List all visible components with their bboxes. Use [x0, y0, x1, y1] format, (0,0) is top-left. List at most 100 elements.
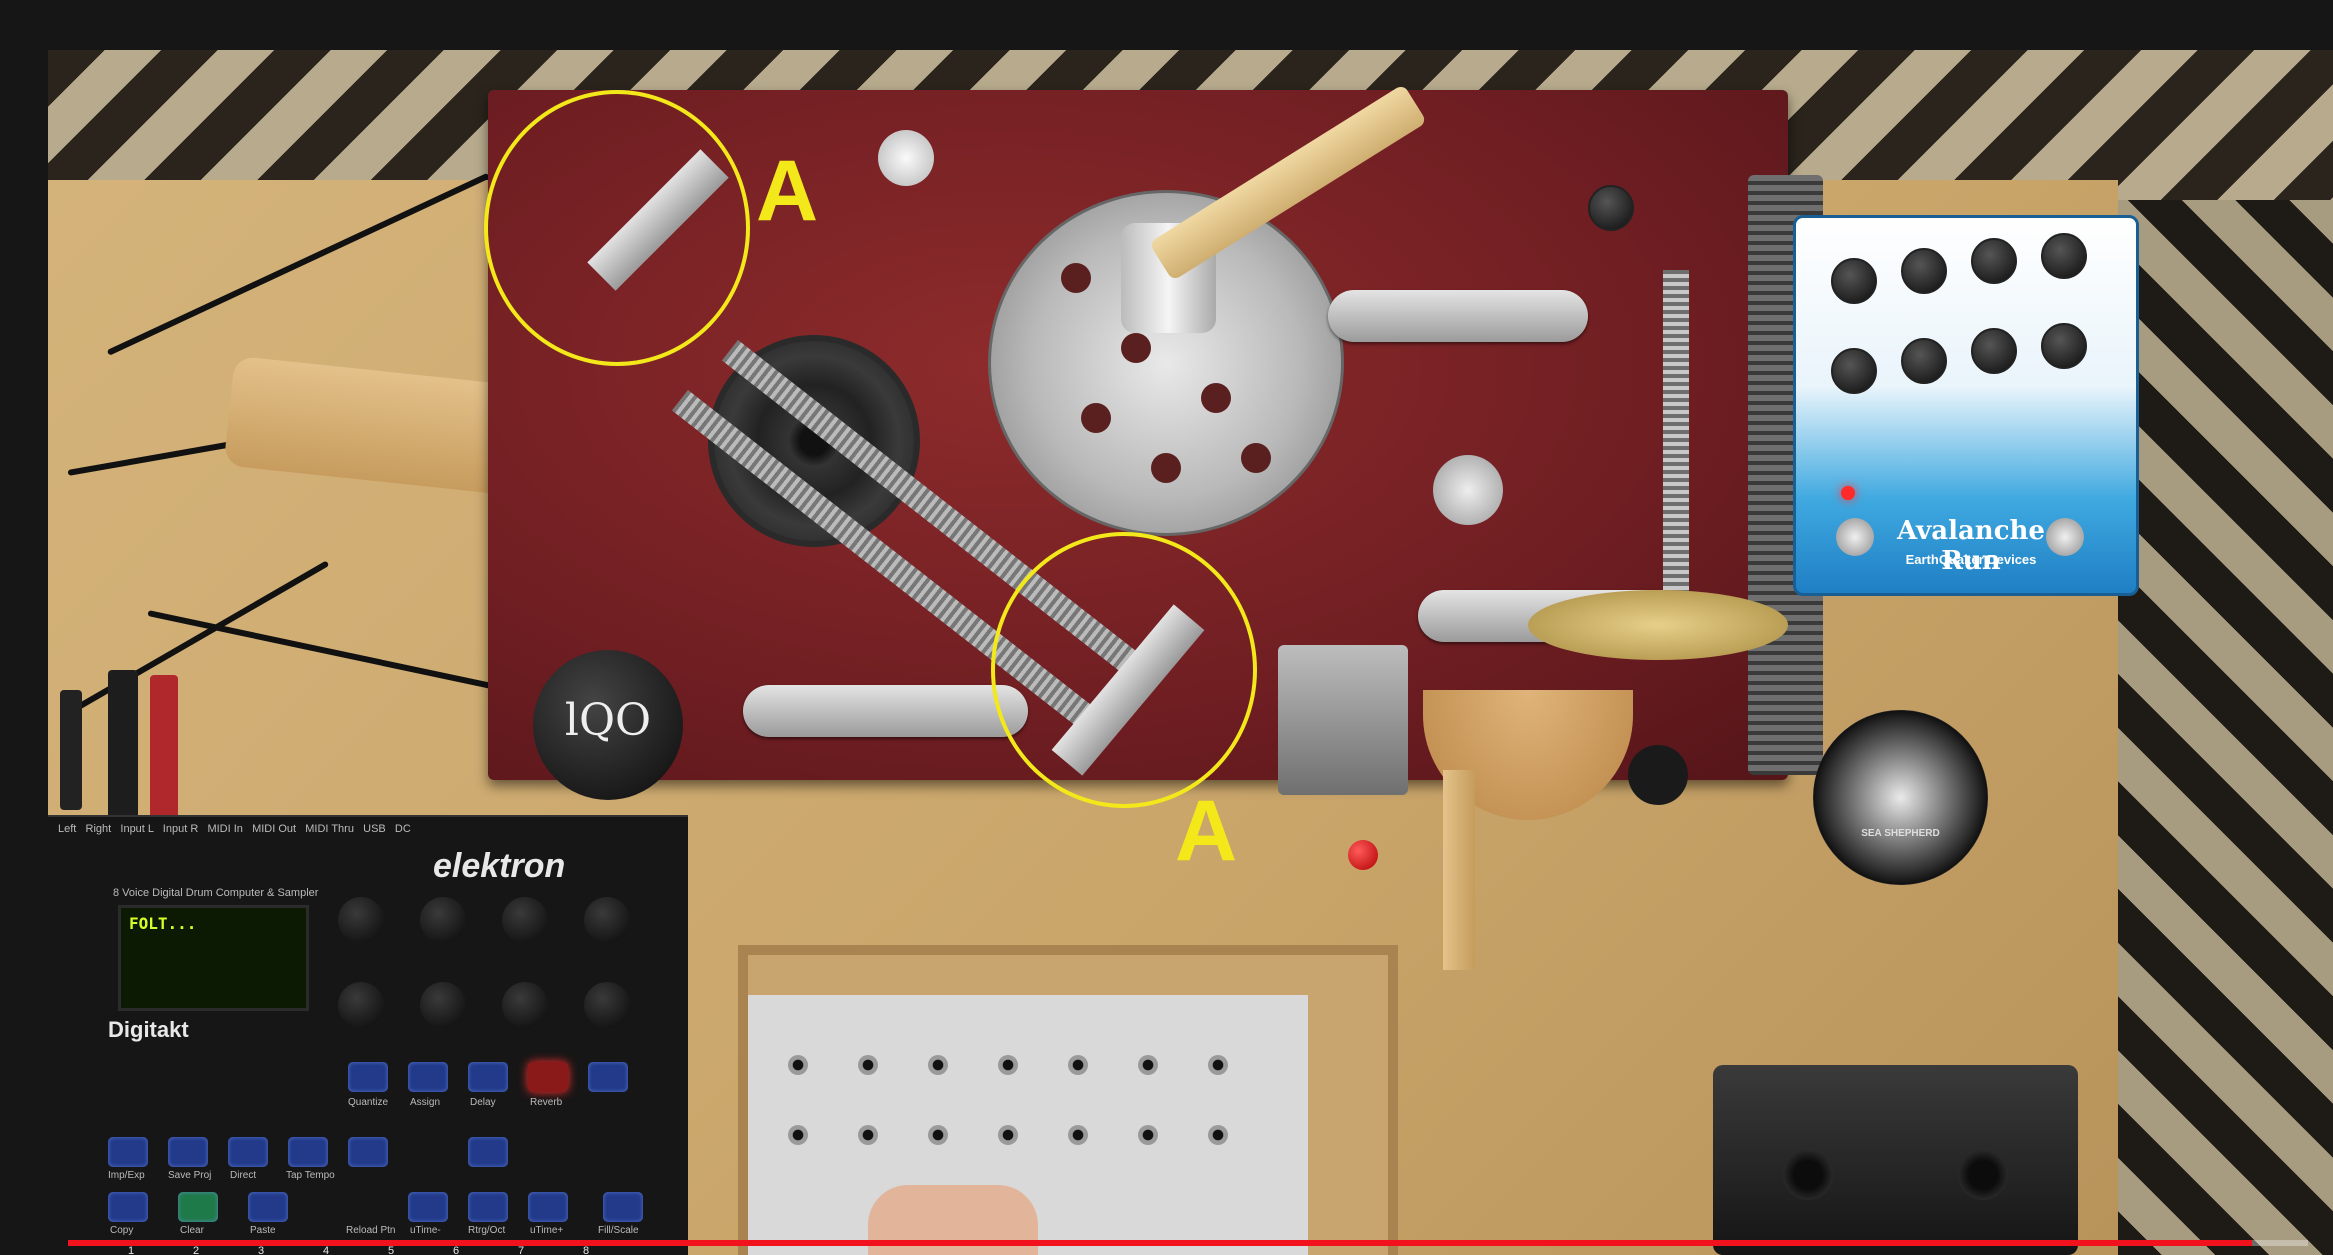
button-label: Copy — [110, 1225, 134, 1236]
data-knob-a[interactable] — [338, 897, 384, 943]
device-subtitle: 8 Voice Digital Drum Computer & Sampler — [113, 887, 319, 899]
page-select-button[interactable] — [603, 1192, 643, 1222]
patch-jack — [928, 1125, 948, 1145]
patch-jack — [1068, 1055, 1088, 1075]
metal-plate — [743, 685, 1028, 737]
jack-label: MIDI In — [207, 823, 243, 835]
patch-jack — [788, 1055, 808, 1075]
sticker-text: SEA SHEPHERD — [1861, 828, 1940, 839]
jack-label: MIDI Out — [252, 823, 297, 835]
button-label: Save Proj — [168, 1170, 212, 1181]
data-knob-f[interactable] — [420, 982, 466, 1028]
rug-background-right — [2108, 200, 2333, 1255]
effects-pedal: Avalanche Run EarthQuaker Devices — [1793, 215, 2139, 596]
paste-button[interactable] — [248, 1192, 288, 1222]
oled-screen: FOLT... — [118, 905, 309, 1011]
step-label: 1 — [128, 1245, 135, 1255]
footswitch — [2046, 518, 2084, 556]
patch-jack — [1138, 1055, 1158, 1075]
button-label: Tap Tempo — [286, 1170, 335, 1181]
audio-plug — [108, 670, 138, 820]
annotation-marker: A — [1175, 783, 1238, 879]
pedal-knob — [2041, 233, 2087, 279]
data-knob-g[interactable] — [502, 982, 548, 1028]
trig-button[interactable] — [348, 1062, 388, 1092]
pedal-knob — [1831, 258, 1877, 304]
save-proj-button[interactable] — [168, 1137, 208, 1167]
annotation-marker: A — [756, 143, 819, 239]
arrow-down-button[interactable] — [468, 1192, 508, 1222]
fltr-button[interactable] — [468, 1062, 508, 1092]
patch-jack — [928, 1055, 948, 1075]
patch-jack — [998, 1055, 1018, 1075]
pedal-knob — [1901, 338, 1947, 384]
data-knob-c[interactable] — [502, 897, 548, 943]
arrow-left-button[interactable] — [408, 1192, 448, 1222]
drum-machine: Left Right Input L Input R MIDI In MIDI … — [48, 815, 688, 1255]
rubber-foot — [1628, 745, 1688, 805]
src-button[interactable] — [408, 1062, 448, 1092]
jack-label: Left — [58, 823, 77, 835]
button-label: Delay — [470, 1097, 496, 1108]
button-label: Clear — [180, 1225, 204, 1236]
clear-play-button[interactable] — [178, 1192, 218, 1222]
metal-knob — [878, 130, 934, 186]
button-label: Fill/Scale — [598, 1225, 639, 1236]
arrow-right-button[interactable] — [528, 1192, 568, 1222]
dish-hole — [1081, 403, 1111, 433]
button-label: Quantize — [348, 1097, 389, 1108]
brand-logo: elektron — [433, 847, 566, 885]
board-knob — [1588, 185, 1634, 231]
music-box — [1278, 645, 1408, 795]
step-label: 4 — [323, 1245, 330, 1255]
direct-button[interactable] — [228, 1137, 268, 1167]
threaded-rod — [1663, 270, 1689, 650]
dish-hole — [1061, 263, 1091, 293]
data-knob-b[interactable] — [420, 897, 466, 943]
jack-label: Right — [85, 823, 112, 835]
patch-jack — [998, 1125, 1018, 1145]
patch-jack — [858, 1125, 878, 1145]
arrow-up-button[interactable] — [468, 1137, 508, 1167]
jack-label-row: Left Right Input L Input R MIDI In MIDI … — [58, 823, 678, 835]
dish-hole — [1151, 453, 1181, 483]
fx-button[interactable] — [588, 1062, 628, 1092]
wooden-stick — [1443, 770, 1475, 970]
page-button[interactable] — [348, 1137, 388, 1167]
black-lid: lQO — [533, 650, 683, 800]
data-knob-h[interactable] — [584, 982, 630, 1028]
dish-hole — [1241, 443, 1271, 473]
dish-hole — [1201, 383, 1231, 413]
jack-label: DC — [394, 823, 411, 835]
dish-hole — [1121, 333, 1151, 363]
button-label: uTime- — [410, 1225, 441, 1236]
button-label: Paste — [250, 1225, 276, 1236]
data-knob-d[interactable] — [584, 897, 630, 943]
progress-bar[interactable] — [68, 1240, 2308, 1246]
reel-hub — [1958, 1150, 2008, 1200]
pedal-led — [1841, 486, 1855, 500]
pedal-knob — [1831, 348, 1877, 394]
reel-hub — [1783, 1150, 1833, 1200]
tap-tempo-button[interactable] — [288, 1137, 328, 1167]
copy-button[interactable] — [108, 1192, 148, 1222]
pedal-name: Avalanche Run — [1897, 516, 2045, 576]
button-label: uTime+ — [530, 1225, 564, 1236]
highlight-circle — [484, 90, 750, 366]
audio-plug-red — [150, 675, 178, 820]
imp-exp-button[interactable] — [108, 1137, 148, 1167]
button-label: Assign — [410, 1097, 441, 1108]
jack-label: USB — [363, 823, 386, 835]
step-label: 5 — [388, 1245, 395, 1255]
step-button-row: 1 2 3 4 5 6 7 8 — [128, 1245, 648, 1255]
patch-jack — [858, 1055, 878, 1075]
patch-jack — [788, 1125, 808, 1145]
modular-panel — [748, 995, 1308, 1255]
jack-label: Input L — [120, 823, 154, 835]
video-frame[interactable]: lQO A A — [48, 50, 2333, 1255]
button-label: Rtrg/Oct — [468, 1225, 506, 1236]
amp-button[interactable] — [528, 1062, 568, 1092]
data-knob-e[interactable] — [338, 982, 384, 1028]
patch-jack — [1068, 1125, 1088, 1145]
